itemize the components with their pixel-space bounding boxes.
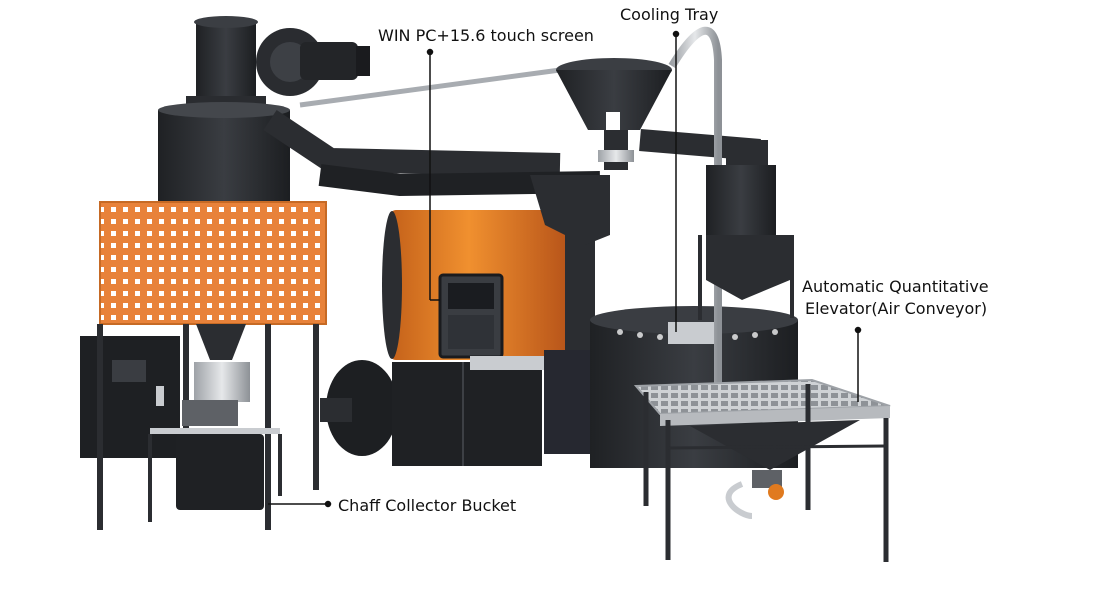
elevator-table [633,378,891,562]
elevator-label-line1: Automatic Quantitative [802,277,989,296]
perforated-chaff-cover [99,201,327,325]
touch-screen [438,273,504,359]
blower-fan [256,28,370,96]
cooling-tray-label: Cooling Tray [620,5,719,24]
roasting-drum [382,175,610,365]
air-conveyor-tube [668,26,722,398]
elevator-label-line2: Elevator(Air Conveyor) [805,299,988,318]
base-cabinet [392,350,600,466]
elevator-label: Automatic Quantitative Elevator(Air Conv… [802,276,989,320]
cooling-hopper [556,58,672,170]
chaff-bucket-label: Chaff Collector Bucket [338,496,517,515]
callout-lines [268,30,862,508]
exhaust-ducts [263,67,761,197]
burner-housing [320,360,398,456]
electrical-cabinet [80,336,180,458]
touch-screen-label: WIN PC+15.6 touch screen [378,26,594,45]
chaff-collector [148,324,282,522]
right-cyclone [698,140,794,320]
